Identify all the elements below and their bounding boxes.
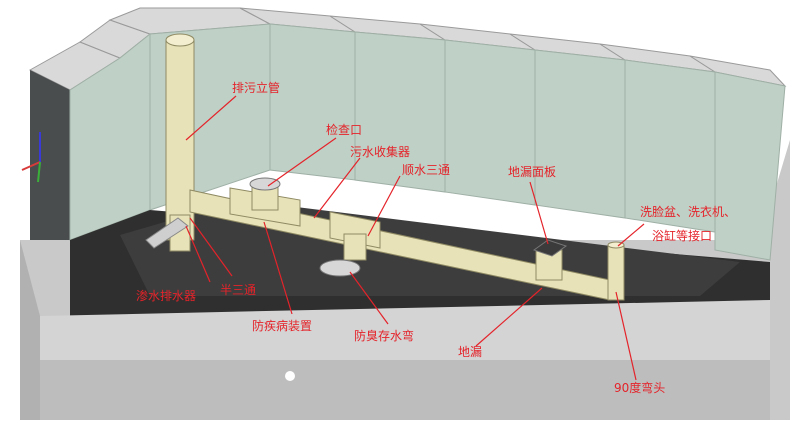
- label-cleanout: 检查口: [326, 122, 362, 137]
- slab-left-edge: [20, 240, 40, 420]
- label-seepage-drain: 渗水排水器: [136, 288, 196, 303]
- left-wall-face: [30, 70, 70, 240]
- floor-front: [40, 360, 770, 420]
- label-half-tee: 半三通: [220, 283, 256, 297]
- label-fixture-connection-1: 洗脸盆、洗衣机、: [640, 204, 736, 219]
- label-sanitary-tee: 顺水三通: [402, 163, 450, 177]
- fixture-riser-pipe: [607, 241, 625, 301]
- seepage-drain-part: [145, 217, 189, 249]
- axis-triad-icon: [21, 132, 41, 183]
- label-odor-trap: 防臭存水弯: [354, 328, 414, 343]
- label-elbow-90: 90度弯头: [614, 380, 665, 395]
- floor: [40, 300, 770, 360]
- floor-drain-plate-part: [532, 239, 568, 281]
- label-anti-epidemic-device: 防疾病装置: [252, 318, 312, 333]
- floor-highlight: [285, 371, 295, 381]
- label-drain-stack: 排污立管: [232, 80, 280, 95]
- label-floor-drain-plate: 地漏面板: [508, 165, 556, 179]
- cleanout-fitting: [249, 177, 281, 211]
- label-floor-drain: 地漏: [458, 345, 482, 359]
- label-sewage-collector: 污水收集器: [350, 144, 410, 159]
- drain-stack-pipe: [165, 33, 195, 252]
- callout-arrows: [185, 95, 645, 381]
- label-fixture-connection-2: 浴缸等接口: [652, 228, 712, 243]
